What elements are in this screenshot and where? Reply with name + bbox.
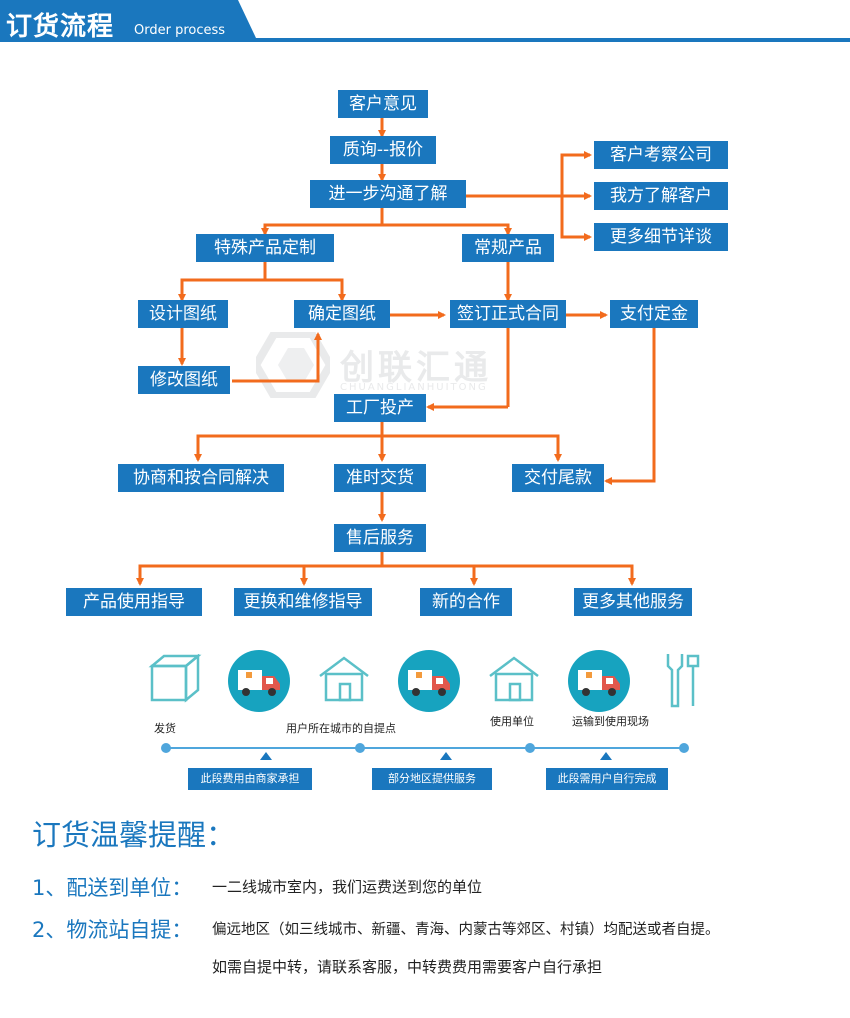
tip-2-text: 偏远地区（如三线城市、新疆、青海、内蒙古等郊区、村镇）均配送或者自提。: [212, 922, 720, 938]
truck-icon: [228, 650, 290, 712]
node-pay-deposit: 支付定金: [610, 300, 698, 328]
cost-tag-user-self: 此段需用户自行完成: [546, 768, 668, 790]
node-further-talk: 进一步沟通了解: [310, 180, 466, 208]
box-icon: [148, 654, 202, 703]
node-pay-balance: 交付尾款: [512, 464, 604, 492]
node-on-time-delivery: 准时交货: [334, 464, 426, 492]
step-pickup-point: 用户所在城市的自提点: [286, 722, 396, 735]
page-title: 订货流程: [6, 12, 115, 42]
node-regular-product: 常规产品: [462, 234, 554, 262]
node-new-cooperation: 新的合作: [420, 588, 512, 616]
step-user-unit: 使用单位: [490, 715, 534, 728]
node-we-know-customer: 我方了解客户: [594, 182, 728, 210]
step-ship: 发货: [154, 722, 176, 735]
node-after-sales: 售后服务: [334, 524, 426, 552]
tip-1-text: 一二线城市室内，我们运费送到您的单位: [212, 878, 483, 896]
node-more-details: 更多细节详谈: [594, 223, 728, 251]
house-icon: [319, 656, 369, 702]
step-transport-site: 运输到使用现场: [572, 715, 649, 728]
cost-tag-merchant: 此段费用由商家承担: [188, 768, 312, 790]
node-inquiry-quote: 质询--报价: [330, 136, 436, 164]
flow-connectors: [136, 118, 656, 586]
node-confirm-drawing: 确定图纸: [294, 300, 390, 328]
truck-icon: [398, 650, 460, 712]
watermark-logo-icon: [256, 332, 330, 398]
node-special-custom: 特殊产品定制: [196, 234, 334, 262]
node-modify-drawing: 修改图纸: [138, 366, 230, 394]
node-more-services: 更多其他服务: [574, 588, 692, 616]
tools-icon: [666, 654, 700, 708]
node-design-drawing: 设计图纸: [138, 300, 228, 328]
node-sign-contract: 签订正式合同: [450, 300, 566, 328]
delivery-timeline: [161, 743, 689, 760]
node-replace-repair: 更换和维修指导: [234, 588, 372, 616]
header-bar: [0, 0, 850, 42]
watermark-text: 创联汇通: [340, 348, 492, 388]
cost-tag-partial-service: 部分地区提供服务: [372, 768, 492, 790]
page-subtitle: Order process: [134, 23, 226, 38]
node-customer-visit: 客户考察公司: [594, 141, 728, 169]
node-negotiate: 协商和按合同解决: [118, 464, 284, 492]
node-customer-opinion: 客户意见: [338, 90, 428, 118]
tip-2-extra: 如需自提中转，请联系客服，中转费费用需要客户自行承担: [212, 958, 603, 976]
house-icon: [489, 656, 539, 702]
node-factory-production: 工厂投产: [334, 394, 426, 422]
watermark-subtext: CHUANGLIANHUITONG: [340, 382, 488, 393]
truck-icon: [568, 650, 630, 712]
tip-2-head: 2、物流站自提：: [32, 918, 193, 942]
tip-1-head: 1、配送到单位：: [32, 876, 193, 900]
tips-title: 订货温馨提醒：: [32, 818, 236, 852]
node-usage-guide: 产品使用指导: [66, 588, 202, 616]
